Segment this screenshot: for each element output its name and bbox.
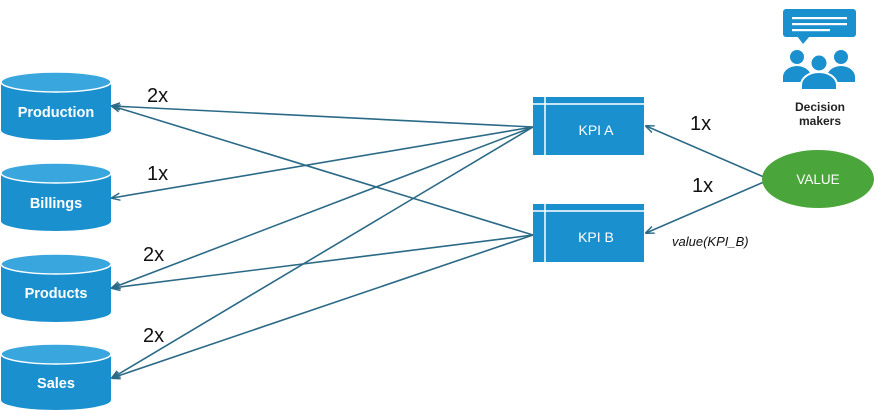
- value-label: VALUE: [796, 172, 839, 187]
- arrow-kpi-b-to-products: [112, 234, 534, 288]
- value-formula-label: value(KPI_B): [672, 234, 749, 249]
- arrow-kpi-a-to-production: [112, 106, 534, 128]
- arrow-kpi-b-to-sales: [112, 234, 534, 378]
- kpi-a-box: KPI A: [533, 97, 644, 155]
- value-node: VALUE: [762, 150, 874, 208]
- arrow-kpi-a-to-products: [112, 126, 534, 288]
- db-products: Products: [0, 253, 112, 322]
- db-billings: Billings: [0, 162, 112, 231]
- multiplier-sales: 2x: [143, 325, 164, 347]
- decision-makers-label-line1: Decision: [795, 100, 845, 114]
- arrow-value-to-kpi-a: [646, 126, 765, 178]
- decision-makers-label-line2: makers: [799, 114, 841, 128]
- kpi-b-box: KPI B: [533, 204, 644, 262]
- db-label-production: Production: [18, 105, 95, 121]
- arrow-kpi-a-to-sales: [112, 126, 534, 378]
- connections: [112, 106, 765, 378]
- decision-makers-icon: [783, 9, 856, 91]
- kpi-b-label: KPI B: [578, 229, 614, 245]
- db-label-billings: Billings: [30, 196, 82, 212]
- kpi-a-label: KPI A: [578, 122, 614, 138]
- multiplier-billings: 1x: [147, 163, 168, 185]
- arrow-kpi-a-to-billings: [112, 126, 534, 198]
- multiplier-production: 2x: [147, 85, 168, 107]
- arrow-value-to-kpi-b: [646, 181, 765, 233]
- multiplier-kpi-a: 1x: [690, 113, 711, 135]
- arrow-kpi-b-to-production: [112, 106, 534, 236]
- db-label-products: Products: [25, 286, 88, 302]
- db-production: Production: [0, 71, 112, 140]
- db-label-sales: Sales: [37, 376, 75, 392]
- db-sales: Sales: [0, 343, 112, 410]
- multiplier-kpi-b: 1x: [692, 175, 713, 197]
- multiplier-products: 2x: [143, 244, 164, 266]
